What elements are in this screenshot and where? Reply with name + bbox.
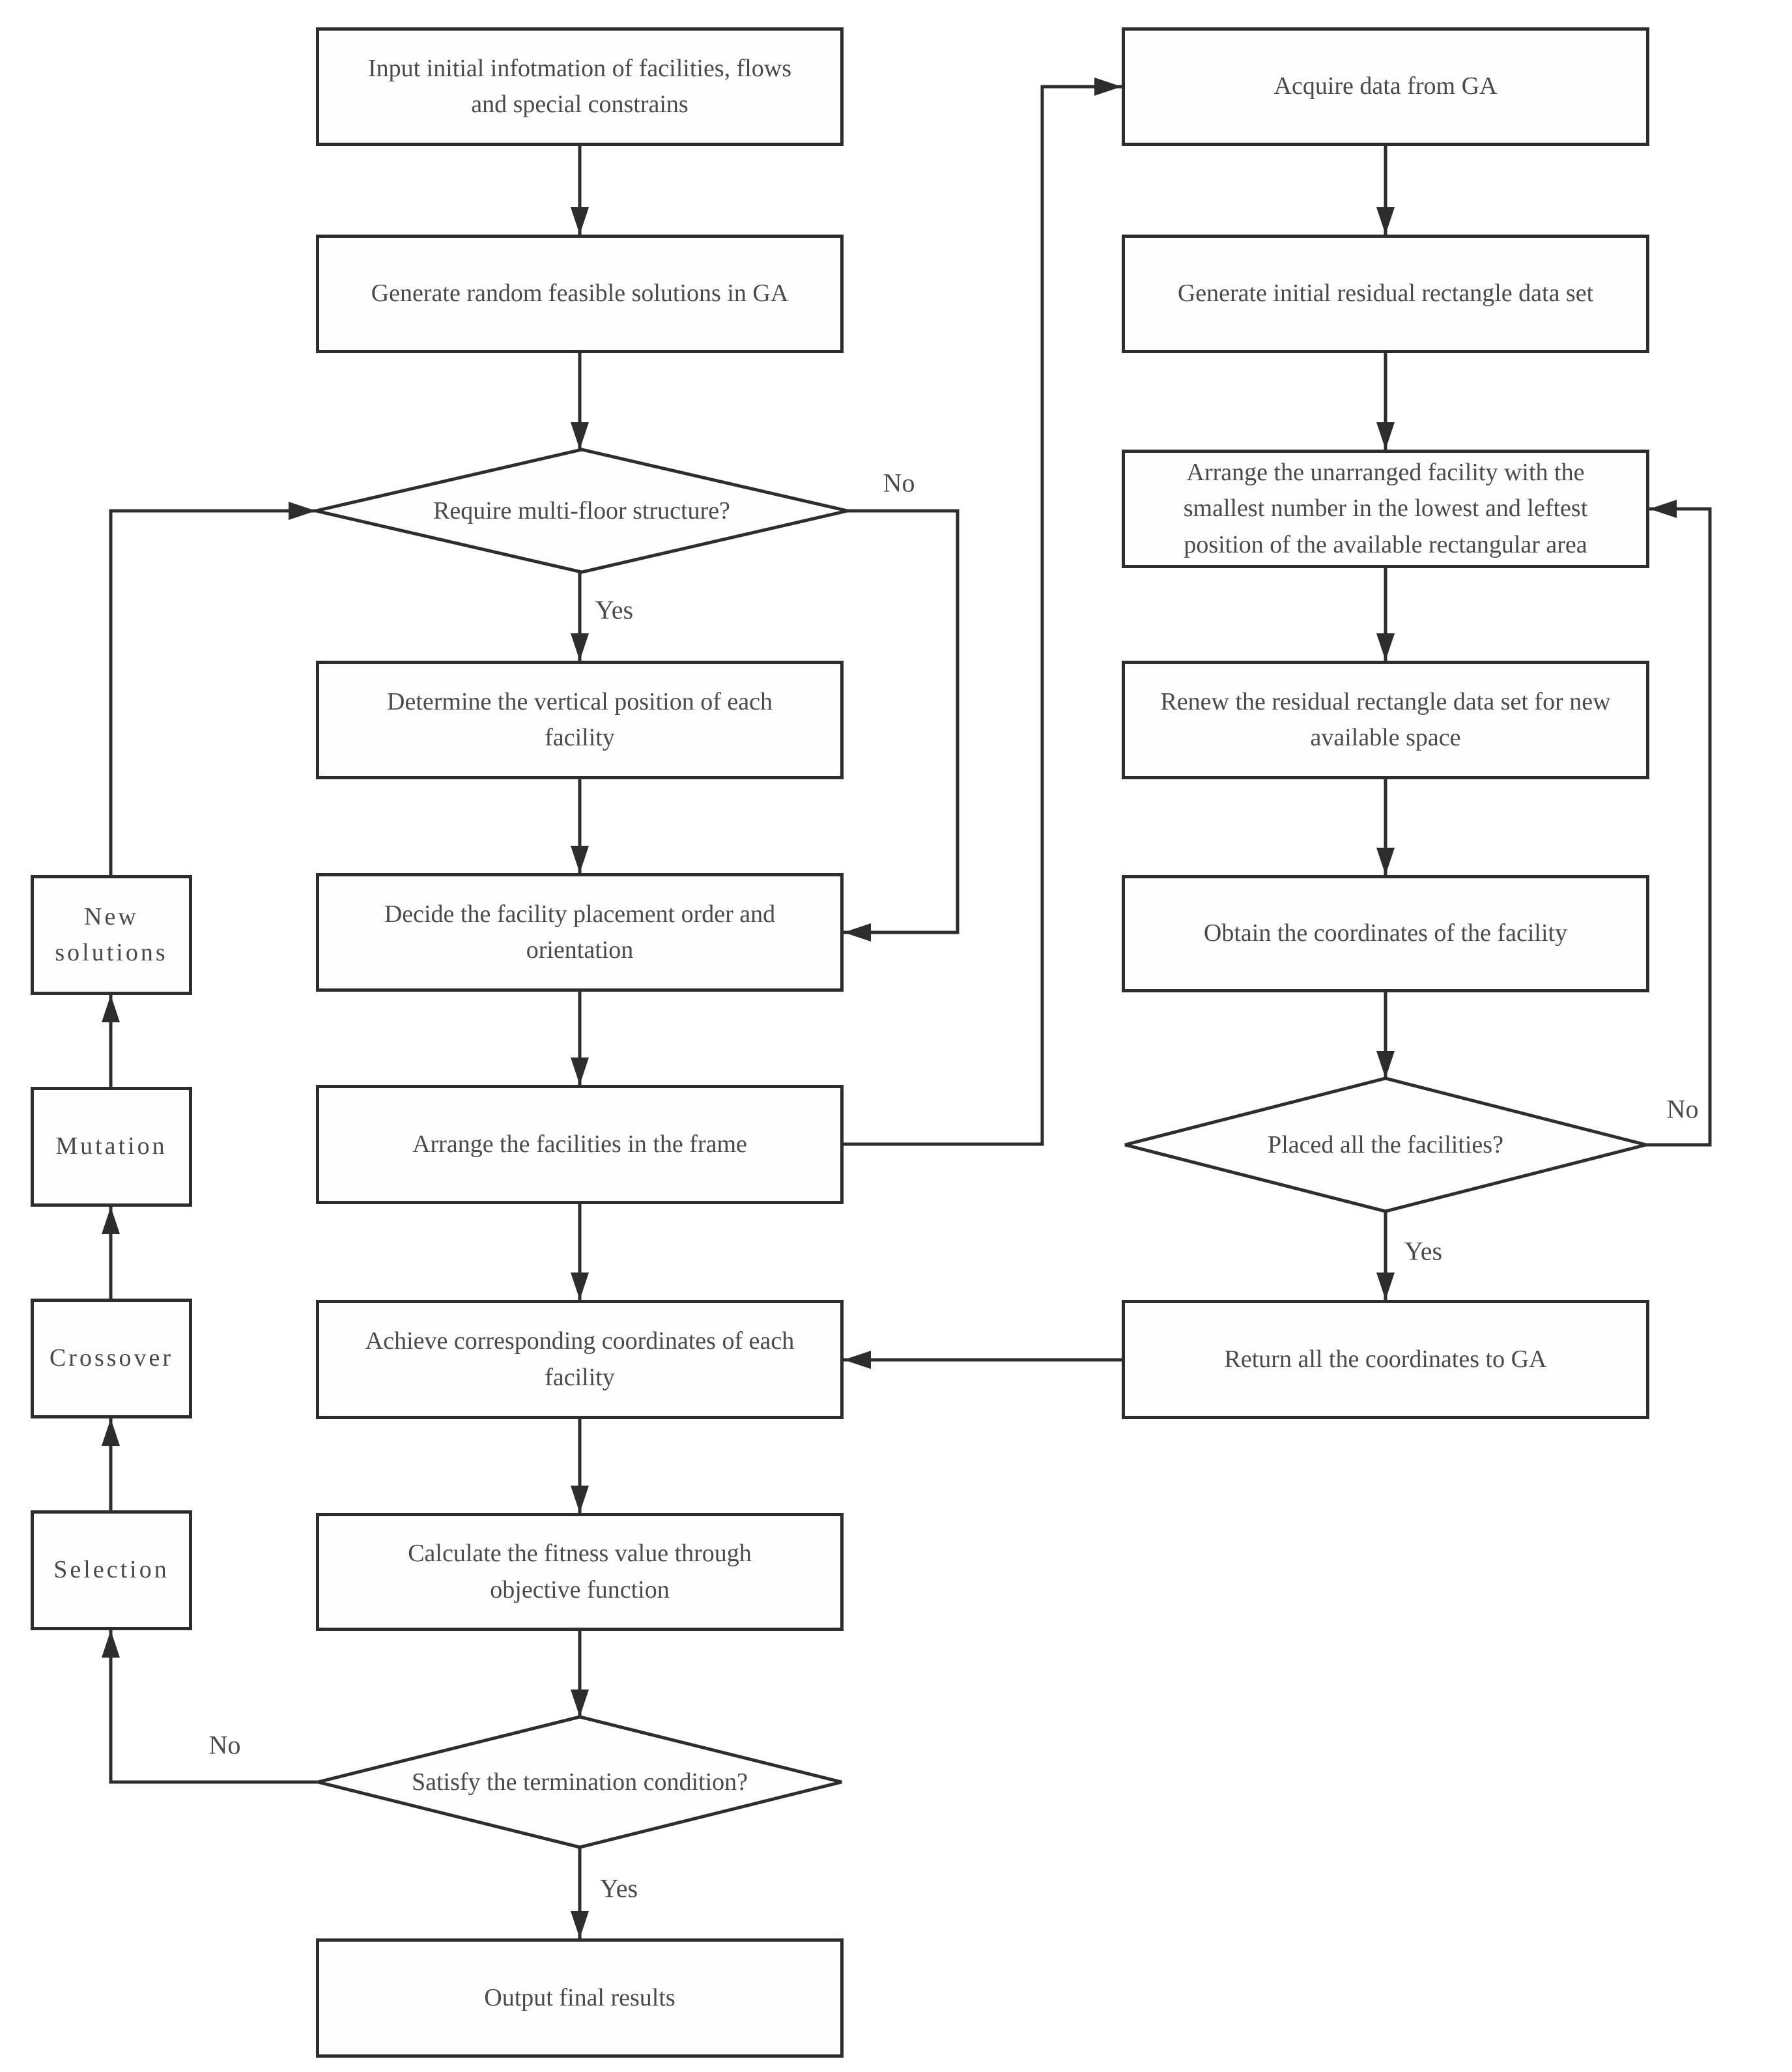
branch-label-placed-yes: Yes bbox=[1404, 1236, 1443, 1266]
edge-arrange-to-acquire bbox=[844, 78, 1122, 1146]
branch-label-termination-no: No bbox=[208, 1730, 241, 1760]
node-mutation: Mutation bbox=[31, 1087, 192, 1207]
node-return-coords: Return all the coordinates to GA bbox=[1122, 1300, 1649, 1419]
node-arrange-frame: Arrange the facilities in the frame bbox=[316, 1085, 844, 1204]
decision-require-multifloor-shape bbox=[315, 448, 848, 574]
branch-label-multifloor-no: No bbox=[883, 468, 915, 498]
node-input-info: Input initial infotmation of facilities,… bbox=[316, 27, 844, 146]
decision-satisfy-termination-shape bbox=[317, 1715, 842, 1849]
node-determine-vertical: Determine the vertical position of each … bbox=[316, 661, 844, 779]
node-output-results: Output final results bbox=[316, 1938, 844, 2058]
node-selection: Selection bbox=[31, 1510, 192, 1630]
edge-placed-no bbox=[1646, 500, 1712, 1147]
node-arrange-unarranged: Arrange the unarranged facility with the… bbox=[1122, 450, 1649, 568]
branch-label-multifloor-yes: Yes bbox=[595, 595, 634, 625]
node-achieve-coords: Achieve corresponding coordinates of eac… bbox=[316, 1300, 844, 1419]
node-renew-residual: Renew the residual rectangle data set fo… bbox=[1122, 661, 1649, 779]
edge-multifloor-no bbox=[844, 509, 960, 942]
node-acquire-data: Acquire data from GA bbox=[1122, 27, 1649, 146]
decision-placed-all-shape bbox=[1124, 1076, 1647, 1213]
node-obtain-coords: Obtain the coordinates of the facility bbox=[1122, 875, 1649, 992]
decision-placed-all-label: Placed all the facilities? bbox=[1268, 1131, 1503, 1158]
edge-termination-no bbox=[102, 1630, 318, 1784]
decision-require-multifloor-label: Require multi-floor structure? bbox=[433, 497, 730, 525]
node-calculate-fitness: Calculate the fitness value through obje… bbox=[316, 1513, 844, 1631]
branch-label-termination-yes: Yes bbox=[599, 1873, 638, 1903]
node-decide-order: Decide the facility placement order and … bbox=[316, 873, 844, 992]
node-crossover: Crossover bbox=[31, 1299, 192, 1418]
node-generate-random: Generate random feasible solutions in GA bbox=[316, 235, 844, 353]
branch-label-placed-no: No bbox=[1666, 1094, 1699, 1124]
edge-newsolutions-to-multifloor bbox=[109, 502, 316, 875]
decision-satisfy-termination-label: Satisfy the termination condition? bbox=[411, 1768, 748, 1796]
node-generate-residual: Generate initial residual rectangle data… bbox=[1122, 235, 1649, 353]
node-new-solutions: New solutions bbox=[31, 875, 192, 995]
